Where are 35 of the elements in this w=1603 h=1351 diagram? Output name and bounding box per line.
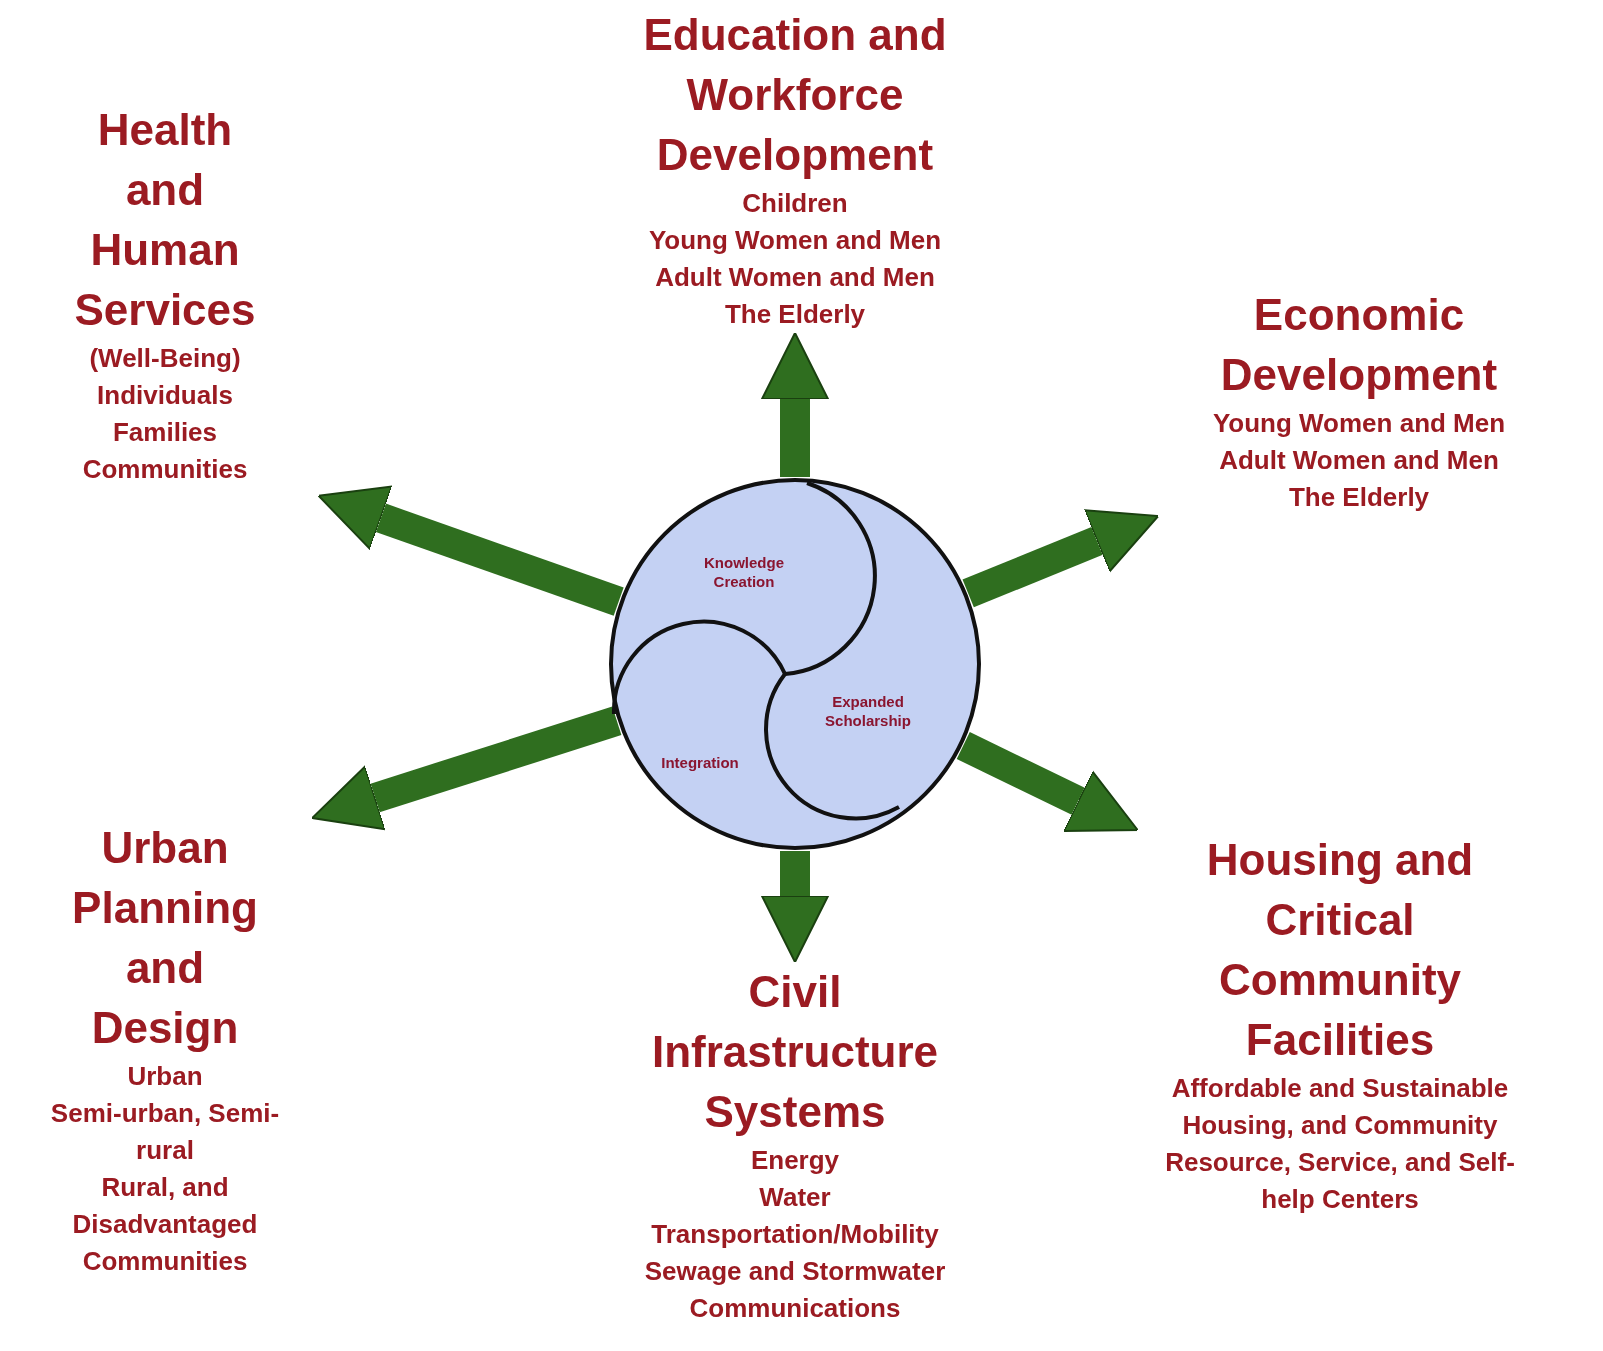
domain-heading: Economic Development [1219,289,1499,401]
block-arrow [761,851,829,963]
block-arrow [956,732,1139,832]
domain-heading: Education and Workforce Development [642,9,948,181]
domain-heading: Health and Human Services [73,104,257,336]
domain-item: Families [111,416,219,449]
block-arrow [962,509,1160,608]
domain-item: Communications [688,1292,902,1325]
domain-heading: Civil Infrastructure Systems [650,966,940,1138]
domain-item: (Well-Being) [88,342,242,375]
block-arrow [317,485,624,616]
domain-item: Rural, and Disadvantaged Communities [71,1171,259,1278]
domain-item: The Elderly [723,298,867,331]
segment-label: Knowledge Creation [689,553,799,591]
domain-item: Adult Women and Men [1218,444,1500,477]
segment-label: Expanded Scholarship [808,692,928,730]
block-arrow [761,332,829,477]
domain-item: Transportation/Mobility [650,1218,940,1251]
domain-item: Children [741,187,849,220]
domain-item: The Elderly [1287,481,1431,514]
domain-item: Young Women and Men [647,224,943,257]
block-arrow [311,706,622,831]
domain-item: Individuals [96,379,234,412]
domain-item: Sewage and Stormwater [643,1255,947,1288]
domain-item: Young Women and Men [1211,407,1507,440]
domain-heading: Urban Planning and Design [71,822,259,1054]
segment-label: Integration [645,752,755,772]
domain-item: Water [758,1181,832,1214]
domain-heading: Housing and Critical Community Facilities [1205,834,1475,1066]
domain-item: Affordable and Sustainable Housing, and Community Resource, Service, and Self-help Centers [1164,1072,1516,1216]
domain-item: Communities [81,453,249,486]
domain-item: Energy [749,1144,841,1177]
domain-item: Semi-urban, Semi-rural [49,1097,281,1167]
domain-item: Adult Women and Men [654,261,936,294]
domain-item: Urban [126,1060,204,1093]
